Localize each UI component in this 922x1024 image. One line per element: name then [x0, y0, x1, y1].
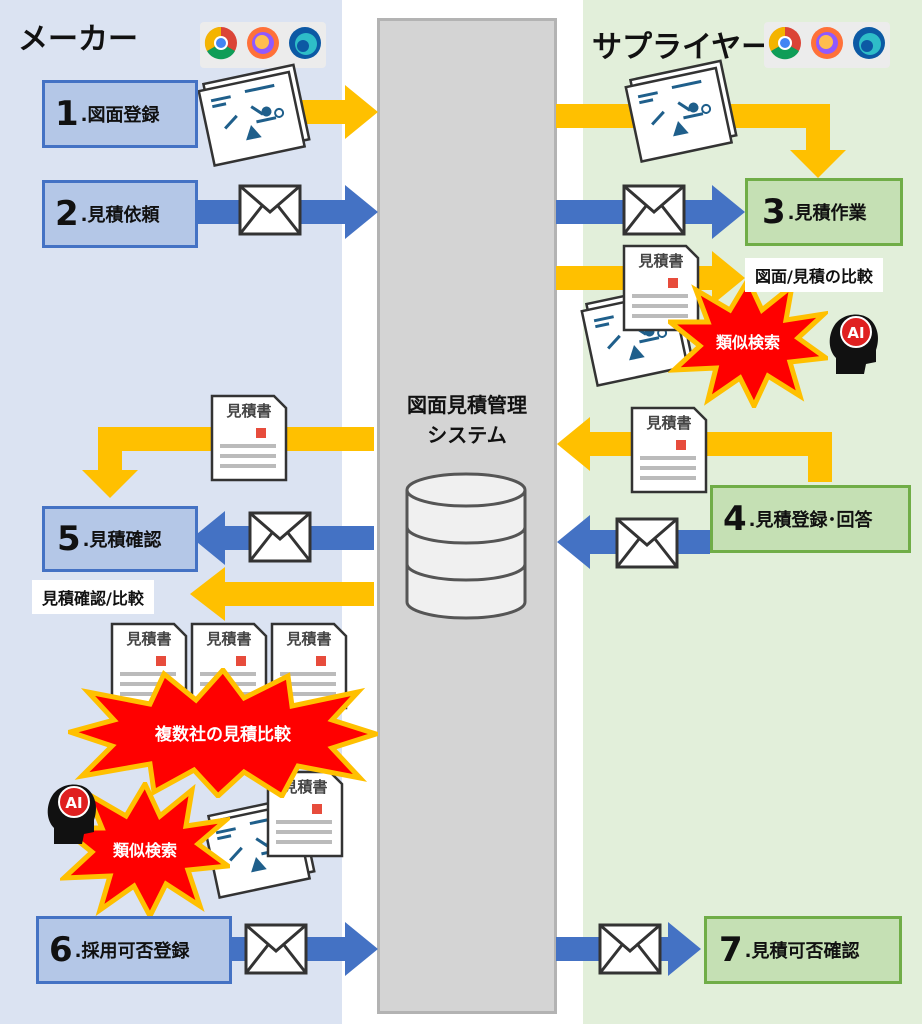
mail-icon	[622, 184, 686, 236]
step-6-adoption-registration: 6.採用可否登録	[36, 916, 232, 984]
quote-doc-label: 見積書	[285, 630, 331, 648]
quote-document-icon: 見積書	[210, 394, 288, 482]
supplier-title: サプライヤー	[592, 30, 772, 65]
step-number: 3	[762, 192, 786, 232]
step-label: .見積可否確認	[744, 941, 860, 962]
arrow-drawing-to-system	[300, 85, 378, 139]
quote-doc-label: 見積書	[205, 630, 251, 648]
quote-document-icon: 見積書	[630, 406, 708, 494]
similar-search-text: 類似検索	[112, 841, 177, 860]
step-number: 6	[49, 930, 73, 970]
step-label: .見積依頼	[80, 205, 160, 226]
ai-head-icon: AI	[826, 310, 880, 376]
note-quote-confirm-compare: 見積確認/比較	[32, 580, 154, 614]
maker-title: メーカー	[18, 22, 138, 57]
step-number: 1	[55, 94, 79, 134]
quote-doc-label: 見積書	[281, 778, 327, 796]
mail-icon	[244, 923, 308, 975]
arrow-drawing-to-supplier	[556, 104, 846, 178]
step-label: .見積登録･回答	[748, 510, 873, 531]
supplier-browsers	[764, 22, 890, 68]
edge-icon	[288, 26, 322, 64]
edge-icon	[852, 26, 886, 64]
system-title-line1: 図面見積管理	[407, 393, 527, 417]
step-number: 5	[57, 519, 81, 559]
quote-doc-label: 見積書	[645, 414, 691, 432]
multi-compare-burst: 複数社の見積比較	[68, 668, 378, 798]
multi-compare-text: 複数社の見積比較	[154, 724, 292, 745]
drawing-document-icon	[622, 56, 742, 166]
quote-document-icon: 見積書	[266, 770, 344, 858]
step-5-quote-confirmation: 5.見積確認	[42, 506, 198, 572]
quote-doc-label: 見積書	[637, 252, 683, 270]
arrow-confirm	[190, 567, 374, 621]
step-4-quote-registration-reply: 4.見積登録･回答	[710, 485, 911, 553]
step-7-adoption-check: 7.見積可否確認	[704, 916, 902, 984]
mail-icon	[615, 517, 679, 569]
chrome-icon	[204, 26, 238, 64]
ai-label: AI	[65, 794, 82, 812]
step-1-drawing-registration: 1.図面登録	[42, 80, 198, 148]
step-label: .図面登録	[80, 105, 160, 126]
firefox-icon	[810, 26, 844, 64]
mail-icon	[598, 923, 662, 975]
mail-icon	[238, 184, 302, 236]
step-label: .見積作業	[787, 203, 867, 224]
similar-search-text: 類似検索	[715, 333, 780, 352]
step-3-quote-work: 3.見積作業	[745, 178, 903, 246]
maker-browsers	[200, 22, 326, 68]
ai-head-icon: AI	[44, 780, 98, 846]
step-label: .採用可否登録	[74, 941, 190, 962]
step-2-quote-request: 2.見積依頼	[42, 180, 198, 248]
step-number: 2	[55, 194, 79, 234]
firefox-icon	[246, 26, 280, 64]
mail-icon	[248, 511, 312, 563]
step-number: 7	[719, 930, 743, 970]
note-drawing-quote-compare: 図面/見積の比較	[745, 258, 883, 292]
drawing-document-icon	[195, 60, 315, 170]
quote-doc-label: 見積書	[225, 402, 271, 420]
ai-label: AI	[847, 324, 864, 342]
quote-doc-label: 見積書	[125, 630, 171, 648]
similar-search-burst: 類似検索	[668, 278, 828, 408]
arrow-quote-to-maker	[82, 427, 374, 498]
system-title: 図面見積管理 システム	[380, 390, 554, 450]
step-number: 4	[723, 499, 747, 539]
step-label: .見積確認	[82, 530, 162, 551]
system-title-line2: システム	[427, 423, 507, 447]
database-icon	[403, 472, 529, 620]
chrome-icon	[768, 26, 802, 64]
